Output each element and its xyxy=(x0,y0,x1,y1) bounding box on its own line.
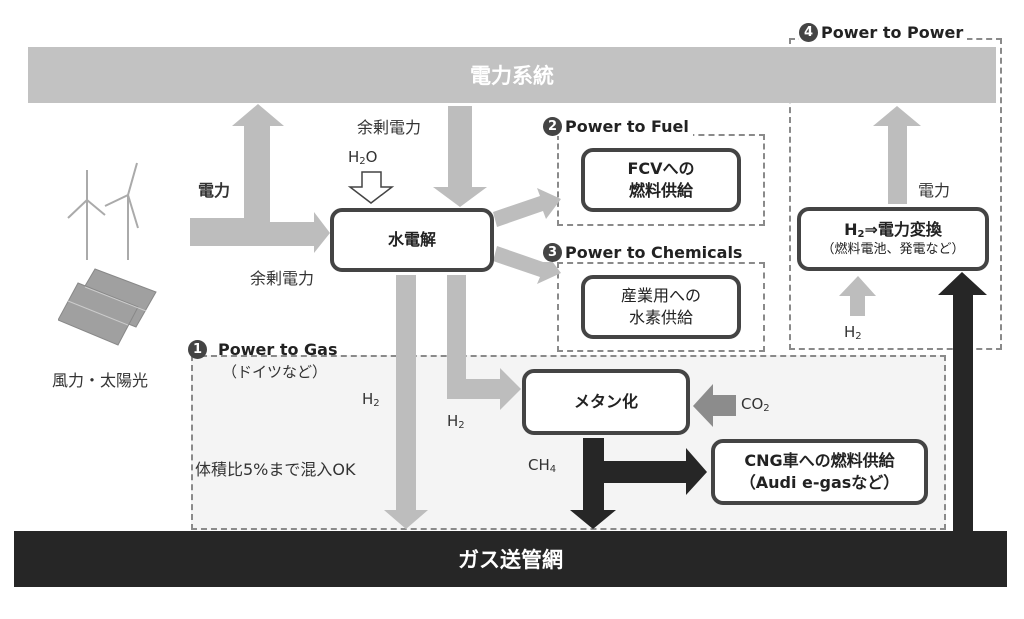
industry-line2: 水素供給 xyxy=(628,308,693,327)
h2-left-label: H2 xyxy=(362,390,380,409)
surplus-top-label: 余剰電力 xyxy=(357,118,422,137)
h2-to-methanation-arrow xyxy=(447,275,521,410)
fcv-fuel-node: FCVへの 燃料供給 xyxy=(581,148,741,212)
p2p-h2-label: H2 xyxy=(844,323,862,342)
gas-grid-bar: ガス送管網 xyxy=(14,531,1007,587)
co2-label: CO2 xyxy=(741,395,770,414)
section-title: Power to Power xyxy=(821,23,964,42)
h2-to-gas-arrow xyxy=(384,275,428,529)
surplus-left-label: 余剰電力 xyxy=(250,269,315,288)
p2p-line1: H2⇒電力変換 xyxy=(844,220,942,241)
section-number-badge: 1 xyxy=(188,340,207,359)
methanation-node: メタン化 xyxy=(522,369,690,435)
ch4-label: CH4 xyxy=(528,456,557,475)
wind-turbine-icon xyxy=(67,162,139,260)
section-power-to-power: 4 Power to Power xyxy=(799,23,968,42)
to-fuel-arrow xyxy=(493,188,561,227)
power-up-arrow xyxy=(190,104,330,253)
power-up-label: 電力 xyxy=(198,181,231,200)
section-title: Power to Chemicals xyxy=(565,243,743,262)
industry-hydrogen-node: 産業用への 水素供給 xyxy=(581,275,741,339)
blend-limit-label: 体積比5%まで混入OK xyxy=(195,460,356,479)
ch4-arrow xyxy=(570,438,707,529)
power-grid-bar: 電力系統 xyxy=(28,47,996,103)
p2p-power-arrow xyxy=(873,106,921,204)
section-power-to-chemicals: 3 Power to Chemicals xyxy=(543,243,747,262)
section-number-badge: 2 xyxy=(543,117,562,136)
solar-panel-icon xyxy=(58,268,157,346)
industry-line1: 産業用への xyxy=(620,286,701,306)
cng-line2: （Audi e-gasなど） xyxy=(739,473,900,492)
electrolysis-node: 水電解 xyxy=(330,208,494,272)
p2p-h2-arrow xyxy=(839,276,876,316)
electrolysis-label: 水電解 xyxy=(387,230,436,250)
power-to-chemicals-region xyxy=(557,262,765,352)
fcv-line1: FCVへの xyxy=(627,159,695,179)
co2-arrow xyxy=(693,384,736,427)
source-label: 風力・太陽光 xyxy=(52,371,149,390)
section-power-to-gas: 1 Power to Gas xyxy=(188,340,341,359)
section-power-to-fuel: 2 Power to Fuel xyxy=(543,117,693,136)
p2p-line2: （燃料電池、発電など） xyxy=(821,242,965,258)
section-title: Power to Gas xyxy=(218,340,338,359)
surplus-down-arrow xyxy=(433,106,487,207)
section-number-badge: 4 xyxy=(799,23,818,42)
cng-vehicle-node: CNG車への燃料供給 （Audi e-gasなど） xyxy=(711,439,928,505)
gas-grid-label: ガス送管網 xyxy=(458,548,563,572)
h2-to-power-node: H2⇒電力変換 （燃料電池、発電など） xyxy=(797,207,989,271)
section-number-badge: 3 xyxy=(543,243,562,262)
section-subtitle: （ドイツなど） xyxy=(222,363,328,381)
h2o-arrow xyxy=(347,171,395,204)
gas-to-power-arrow xyxy=(938,272,987,531)
h2o-label: H2O xyxy=(348,148,378,167)
power-grid-label: 電力系統 xyxy=(470,64,554,88)
h2-mid-label: H2 xyxy=(447,412,465,431)
fcv-line2: 燃料供給 xyxy=(628,181,693,200)
section-title: Power to Fuel xyxy=(565,117,689,136)
cng-line1: CNG車への燃料供給 xyxy=(744,451,895,471)
to-chemicals-arrow xyxy=(493,246,561,284)
methanation-label: メタン化 xyxy=(573,392,638,412)
p2p-power-label: 電力 xyxy=(918,181,951,200)
